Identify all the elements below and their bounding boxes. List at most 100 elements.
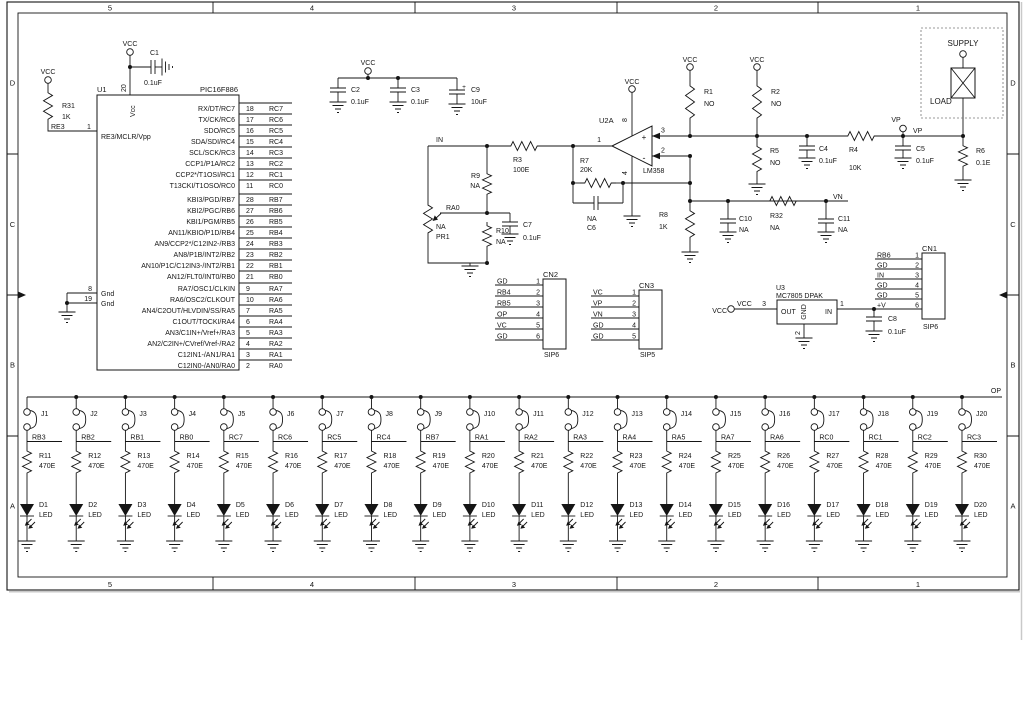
net-label: RA3 xyxy=(573,435,587,442)
u1-pin-name: AN8/P1B/INT2/RB2 xyxy=(174,252,236,259)
opamp-u2a xyxy=(610,125,660,167)
label-u3.ref: U3 xyxy=(776,285,785,292)
net-label-RB7: RB7 xyxy=(269,197,283,204)
led-D13 xyxy=(610,503,627,530)
label-r32.ref: R32 xyxy=(770,213,783,220)
net-label-RA7: RA7 xyxy=(269,286,283,293)
u1-pin-number: 22 xyxy=(246,263,254,270)
pin-number: 1 xyxy=(632,290,636,297)
resistor-ref: R19 xyxy=(433,453,446,460)
zone-row-label: A xyxy=(1010,502,1015,511)
jumper-label: J3 xyxy=(139,411,147,418)
label-amp.p_vcc: 8 xyxy=(622,118,629,122)
ground-symbol xyxy=(214,540,233,552)
junction-dot xyxy=(688,154,692,158)
led-value: LED xyxy=(826,512,840,519)
jumper-J5 xyxy=(220,408,234,431)
label-u3.p_in: 1 xyxy=(840,301,844,308)
jumper-label: J15 xyxy=(730,411,741,418)
led-value: LED xyxy=(630,512,644,519)
resistor-ref: R13 xyxy=(137,453,150,460)
label-r6.ref: R6 xyxy=(976,148,985,155)
jumper-J11 xyxy=(515,408,530,431)
net-label: IN xyxy=(877,273,884,280)
label-u3.inp: IN xyxy=(825,309,832,316)
jumper-J6 xyxy=(269,408,283,431)
label-amp.part: LM358 xyxy=(643,168,665,175)
label-c1.val: 0.1uF xyxy=(144,80,162,87)
led-D5 xyxy=(216,503,233,530)
led-value: LED xyxy=(974,512,988,519)
led-D6 xyxy=(265,503,282,530)
resistor-ref: R14 xyxy=(187,453,200,460)
label-amp.minus: - xyxy=(643,153,646,163)
jumper-label: J12 xyxy=(582,411,593,418)
led-D10 xyxy=(462,503,479,530)
net-label-RA0: RA0 xyxy=(269,363,283,370)
resistor-ref: R11 xyxy=(39,453,51,460)
ground-symbol xyxy=(903,540,922,552)
led-value: LED xyxy=(137,512,151,519)
resistor-value: 470E xyxy=(630,463,647,470)
junction-dot xyxy=(901,134,905,138)
jumper-label: J11 xyxy=(533,411,544,418)
resistor-ref: R22 xyxy=(580,453,593,460)
label-r3.ref: R3 xyxy=(513,157,522,164)
resistor-R30 xyxy=(957,446,967,478)
net-label: RB1 xyxy=(130,435,144,442)
label-c11.ref: C11 xyxy=(838,216,850,223)
resistor-ref: R24 xyxy=(679,453,692,460)
junction-dot xyxy=(485,211,489,215)
load-x-icon xyxy=(950,67,976,99)
u1-pin-number: 13 xyxy=(246,161,254,168)
resistor-R20 xyxy=(464,446,475,478)
pin-number: 5 xyxy=(915,293,919,300)
led-value: LED xyxy=(433,512,447,519)
jumper-label: J1 xyxy=(41,411,49,418)
vcc-terminal xyxy=(44,76,52,84)
jumper-label: J9 xyxy=(435,411,443,418)
ground-symbol xyxy=(313,540,332,552)
led-D7 xyxy=(314,503,331,530)
resistor-value: 470E xyxy=(777,463,794,470)
net-label: RA7 xyxy=(721,435,735,442)
connector-cn2-ref: CN2 xyxy=(543,270,558,279)
net-label-RC3: RC3 xyxy=(269,150,283,157)
connector-cn2-body xyxy=(542,278,567,350)
u1-pin-number: 15 xyxy=(246,139,254,146)
led-ref: D13 xyxy=(630,502,643,509)
net-label: RA2 xyxy=(524,435,538,442)
junction-dot xyxy=(571,144,575,148)
zone-row-label: D xyxy=(10,79,16,88)
jumper-J16 xyxy=(761,408,776,431)
resistor-R2 xyxy=(751,79,763,125)
u1-pin-number: 4 xyxy=(246,341,250,348)
vcc-terminal xyxy=(686,63,694,71)
u1-pin-name: C12IN1-/AN1/RA1 xyxy=(178,352,235,359)
jumper-J4 xyxy=(170,408,185,431)
opamp-triangle xyxy=(610,125,653,167)
junction-dot xyxy=(571,181,575,185)
led-ref: D15 xyxy=(728,502,741,509)
junction-dot xyxy=(366,76,370,80)
net-label: +V xyxy=(877,303,886,310)
net-label: RC3 xyxy=(967,435,981,442)
ground-symbol xyxy=(894,157,912,169)
pin-number: 3 xyxy=(536,301,540,308)
jumper-J15 xyxy=(712,408,726,431)
label-u1.g2num: 19 xyxy=(84,296,92,303)
zone-col-label: 4 xyxy=(310,580,314,589)
junction-dot xyxy=(805,134,809,138)
wire xyxy=(47,124,97,132)
label-nets.op: OP xyxy=(991,388,1001,395)
label-c10.ref: C10 xyxy=(739,216,752,223)
u1-pin-number: 21 xyxy=(246,274,254,281)
resistor-ref: R26 xyxy=(777,453,790,460)
net-label: GD xyxy=(877,263,888,270)
